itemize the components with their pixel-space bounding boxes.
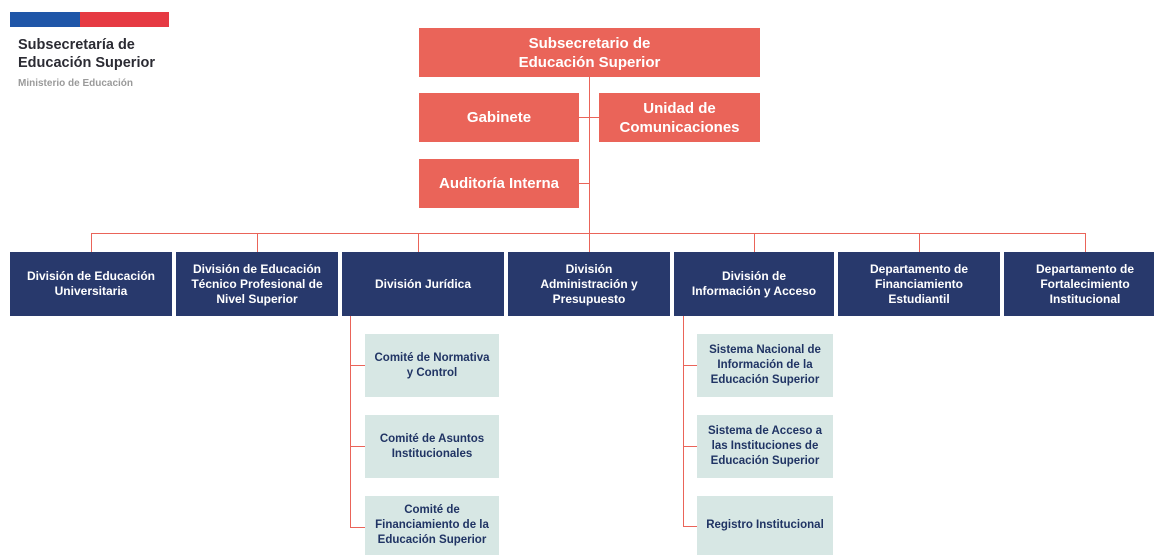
division-informacion-label: División de Información y Acceso — [691, 269, 817, 298]
connector-div5 — [754, 233, 755, 252]
unit-sistema-nacional: Sistema Nacional de Información de la Ed… — [697, 334, 833, 397]
connector-divisions-horizontal — [91, 233, 1086, 234]
unit-asuntos-institucionales: Comité de Asuntos Institucionales — [365, 415, 499, 478]
departamento-financiamiento: Departamento de Financiamiento Estudiant… — [838, 252, 1000, 316]
logo-bar-blue — [10, 12, 80, 27]
logo-title-line1: Subsecretaría de — [18, 37, 135, 53]
division-universitaria: División de Educación Universitaria — [10, 252, 172, 316]
connector-juridica-vertical — [350, 316, 351, 528]
division-tecnico-profesional-label: División de Educación Técnico Profesiona… — [191, 261, 323, 306]
unit-registro-institucional: Registro Institucional — [697, 496, 833, 555]
connector-div7 — [1085, 233, 1086, 252]
departamento-fortalecimiento: Departamento de Fortalecimiento Instituc… — [1004, 252, 1154, 316]
connector-informacion-1 — [683, 365, 697, 366]
unit-financiamiento-educacion-label: Comité de Financiamiento de la Educación… — [375, 504, 489, 546]
division-universitaria-label: División de Educación Universitaria — [26, 269, 156, 298]
unit-asuntos-institucionales-label: Comité de Asuntos Institucionales — [379, 432, 485, 460]
connector-juridica-1 — [350, 365, 365, 366]
division-administracion: División Administración y Presupuesto — [508, 252, 670, 316]
connector-div2 — [257, 233, 258, 252]
unit-sistema-nacional-label: Sistema Nacional de Información de la Ed… — [709, 344, 821, 386]
logo-bar-red — [80, 12, 169, 27]
departamento-fortalecimiento-label: Departamento de Fortalecimiento Instituc… — [1035, 261, 1135, 306]
connector-gabinete — [579, 117, 599, 118]
connector-auditoria — [579, 183, 590, 184]
box-comunicaciones-label: Unidad de Comunicaciones — [619, 99, 740, 136]
unit-financiamiento-educacion: Comité de Financiamiento de la Educación… — [365, 496, 499, 555]
unit-sistema-acceso: Sistema de Acceso a las Instituciones de… — [697, 415, 833, 478]
connector-informacion-vertical — [683, 316, 684, 527]
division-tecnico-profesional: División de Educación Técnico Profesiona… — [176, 252, 338, 316]
division-administracion-label: División Administración y Presupuesto — [540, 261, 638, 306]
box-auditoria-label: Auditoría Interna — [438, 175, 559, 192]
unit-normativa-label: Comité de Normativa y Control — [374, 351, 490, 379]
connector-main-vertical — [589, 77, 590, 233]
division-juridica-label: División Jurídica — [374, 276, 472, 291]
logo-title-line2: Educación Superior — [18, 55, 155, 71]
connector-informacion-3 — [683, 526, 697, 527]
connector-div6 — [919, 233, 920, 252]
connector-div4 — [589, 233, 590, 252]
box-gabinete-label: Gabinete — [466, 109, 532, 126]
unit-sistema-acceso-label: Sistema de Acceso a las Instituciones de… — [708, 425, 822, 467]
connector-informacion-2 — [683, 446, 697, 447]
connector-juridica-2 — [350, 446, 365, 447]
departamento-financiamiento-label: Departamento de Financiamiento Estudiant… — [869, 261, 969, 306]
connector-div1 — [91, 233, 92, 252]
logo-ministry: Ministerio de Educación — [18, 78, 134, 89]
box-comunicaciones: Unidad de Comunicaciones — [599, 93, 760, 142]
unit-normativa: Comité de Normativa y Control — [365, 334, 499, 397]
division-juridica: División Jurídica — [342, 252, 504, 316]
connector-div3 — [418, 233, 419, 252]
unit-registro-institucional-label: Registro Institucional — [706, 519, 824, 531]
division-informacion: División de Información y Acceso — [674, 252, 834, 316]
box-subsecretario-label: Subsecretario de Educación Superior — [518, 34, 661, 71]
connector-juridica-3 — [350, 527, 365, 528]
box-gabinete: Gabinete — [419, 93, 579, 142]
box-auditoria: Auditoría Interna — [419, 159, 579, 208]
box-subsecretario: Subsecretario de Educación Superior — [419, 28, 760, 77]
